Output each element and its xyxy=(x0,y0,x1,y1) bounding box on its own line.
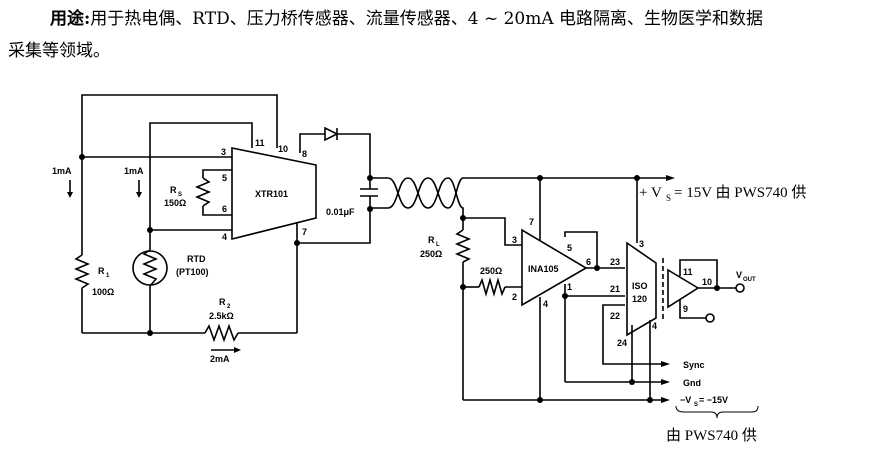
rs-label: R xyxy=(170,185,177,195)
svg-text:1: 1 xyxy=(106,273,110,279)
svg-text:8: 8 xyxy=(302,149,307,159)
current-left: 1mA xyxy=(52,166,72,176)
svg-text:9: 9 xyxy=(683,304,688,314)
svg-text:120: 120 xyxy=(632,294,647,304)
svg-text:4: 4 xyxy=(543,299,548,309)
vs-plus-label: + V xyxy=(639,185,662,201)
xtr101-chip xyxy=(231,147,317,241)
iso120-chip xyxy=(626,241,657,337)
svg-text:21: 21 xyxy=(610,284,620,294)
r1-value: 100Ω xyxy=(92,287,114,297)
current-inner: 1mA xyxy=(124,166,144,176)
vs-plus-value: = 15V 由 PWS740 供 xyxy=(674,184,806,201)
svg-text:2: 2 xyxy=(227,304,231,310)
svg-text:24: 24 xyxy=(617,338,627,348)
svg-text:4: 4 xyxy=(222,232,227,242)
twisted-pair xyxy=(370,177,540,213)
brace xyxy=(675,405,759,419)
svg-text:3: 3 xyxy=(221,147,226,157)
gnd-label: Gnd xyxy=(683,378,701,388)
caption-label: 用途 xyxy=(50,9,84,29)
caption-text-1: 用于热电偶、RTD、压力桥传感器、流量传感器、4 ~ 20mA 电路隔离、生物医… xyxy=(90,9,764,29)
current-bottom: 2mA xyxy=(210,354,230,364)
cap-value: 0.01μF xyxy=(326,207,355,217)
svg-text:7: 7 xyxy=(529,217,534,227)
svg-text:10: 10 xyxy=(702,277,712,287)
r1-label: R xyxy=(98,266,105,276)
svg-text:5: 5 xyxy=(567,243,572,253)
footnote: 由 PWS740 供 xyxy=(666,427,757,444)
svg-text:6: 6 xyxy=(222,204,227,214)
svg-text:23: 23 xyxy=(610,257,620,267)
ground-terminal[interactable] xyxy=(705,313,715,323)
vout-label: V xyxy=(736,270,742,280)
svg-text:7: 7 xyxy=(302,227,307,237)
vout-terminal[interactable] xyxy=(735,283,745,293)
rl-label: R xyxy=(428,235,435,245)
sync-label: Sync xyxy=(683,360,705,370)
current-arrows xyxy=(67,180,241,353)
vs-minus-label: −V xyxy=(680,395,691,405)
r2-label: R xyxy=(219,297,226,307)
svg-text:1: 1 xyxy=(567,282,572,292)
svg-text:11: 11 xyxy=(683,267,693,277)
output-buffer xyxy=(667,268,700,309)
rs-value: 150Ω xyxy=(164,198,186,208)
ina105-label: INA105 xyxy=(528,264,559,274)
svg-text:L: L xyxy=(436,242,440,248)
ina105-amp xyxy=(521,228,588,307)
caption-line-1: 用途:用于热电偶、RTD、压力桥传感器、流量传感器、4 ~ 20mA 电路隔离、… xyxy=(50,9,764,29)
iso120-label: ISO xyxy=(632,281,648,291)
svg-text:2: 2 xyxy=(512,292,517,302)
svg-text:4: 4 xyxy=(652,321,657,331)
rl-value: 250Ω xyxy=(420,249,442,259)
svg-text:11: 11 xyxy=(255,138,265,148)
svg-text:S: S xyxy=(178,192,182,198)
rtd-label: RTD xyxy=(187,254,206,264)
svg-text:6: 6 xyxy=(586,257,591,267)
r250-value: 250Ω xyxy=(480,266,502,276)
wires-left xyxy=(73,94,378,343)
vs-minus-value: = −15V xyxy=(699,395,728,405)
svg-text:5: 5 xyxy=(222,173,227,183)
svg-text:S: S xyxy=(666,193,671,203)
svg-text:S: S xyxy=(694,402,698,408)
svg-text:22: 22 xyxy=(610,311,620,321)
svg-text:3: 3 xyxy=(512,235,517,245)
rtd-type: (PT100) xyxy=(176,267,209,277)
caption-line-2: 采集等领域。 xyxy=(8,41,110,61)
svg-text:3: 3 xyxy=(639,239,644,249)
svg-text:10: 10 xyxy=(278,144,288,154)
svg-text:OUT: OUT xyxy=(743,277,756,283)
nodes-right xyxy=(460,175,653,403)
r2-value: 2.5kΩ xyxy=(209,311,234,321)
xtr101-label: XTR101 xyxy=(255,189,288,199)
